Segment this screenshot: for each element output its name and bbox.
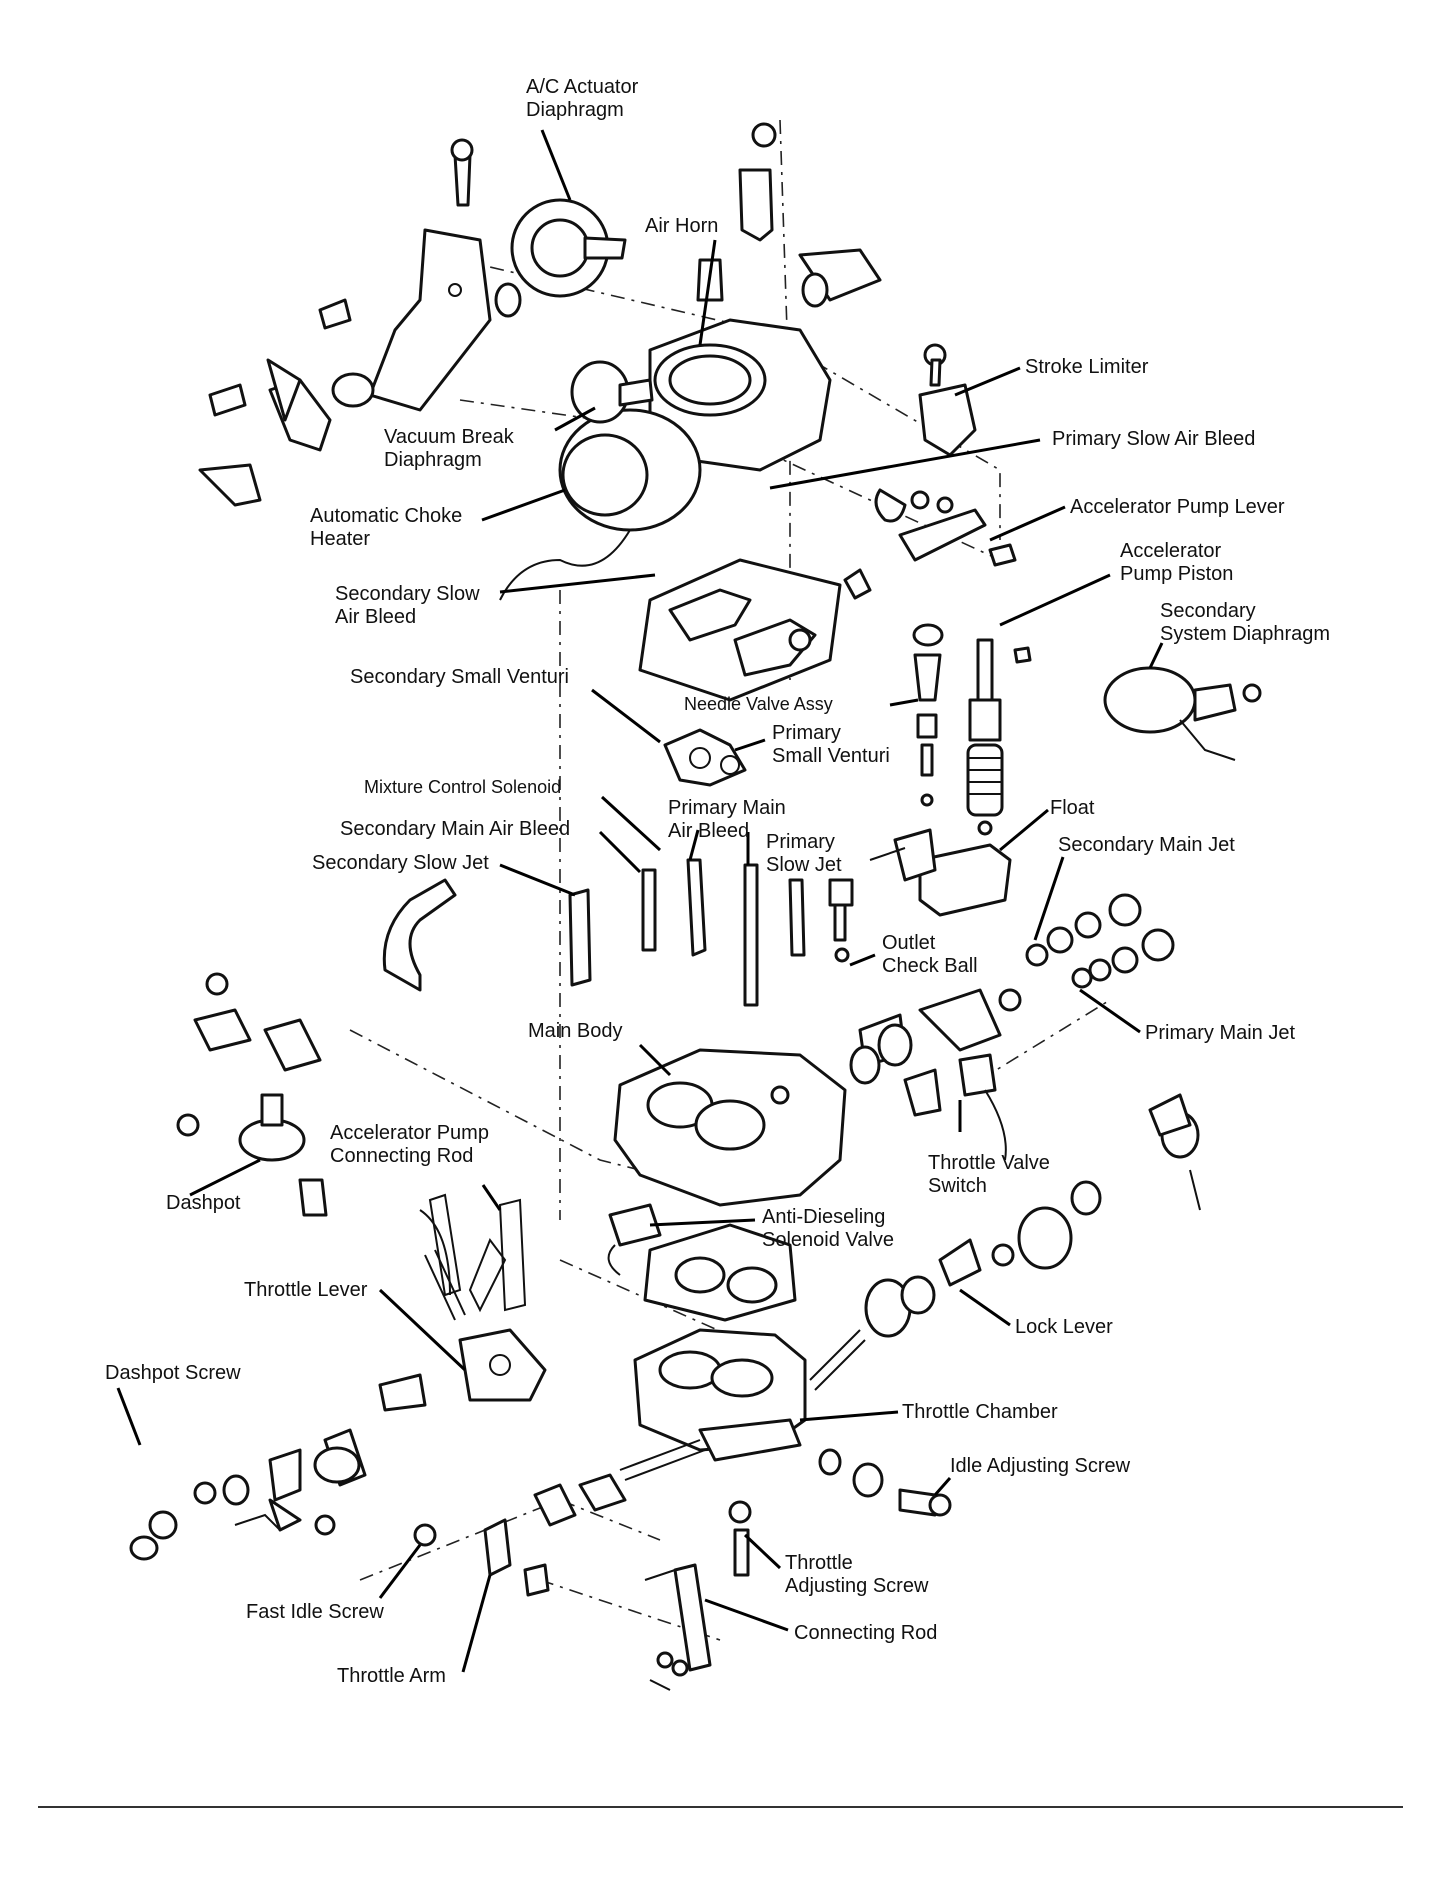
label-automatic-choke-heater: Automatic Choke Heater bbox=[310, 505, 463, 550]
label-throttle-adjusting-screw: Throttle Adjusting Screw bbox=[785, 1552, 929, 1597]
label-secondary-system-diaphragm: Secondary System Diaphragm bbox=[1160, 600, 1331, 645]
label-needle-valve-assy: Needle Valve Assy bbox=[684, 694, 833, 714]
label-idle-adjusting-screw: Idle Adjusting Screw bbox=[950, 1455, 1131, 1477]
throttle-lever-part bbox=[424, 1249, 547, 1402]
main-jets-part bbox=[998, 893, 1175, 1012]
label-fast-idle-screw: Fast Idle Screw bbox=[246, 1601, 384, 1623]
label-dashpot: Dashpot bbox=[166, 1192, 241, 1214]
label-main-body: Main Body bbox=[528, 1020, 623, 1042]
label-primary-slow-jet: Primary Slow Jet bbox=[766, 831, 842, 876]
label-primary-main-jet: Primary Main Jet bbox=[1145, 1022, 1296, 1044]
label-anti-dieseling-solenoid-valve: Anti-Dieseling Solenoid Valve bbox=[762, 1206, 894, 1251]
label-mixture-control-solenoid: Mixture Control Solenoid bbox=[364, 777, 562, 797]
vacuum-break-part bbox=[570, 360, 654, 424]
label-stroke-limiter: Stroke Limiter bbox=[1025, 356, 1149, 378]
label-secondary-slow-air-bleed: Secondary Slow Air Bleed bbox=[335, 583, 480, 628]
throttle-valve-switch-part bbox=[903, 988, 1007, 1161]
small-venturi-part bbox=[663, 728, 747, 787]
label-accelerator-pump-lever: Accelerator Pump Lever bbox=[1070, 496, 1285, 518]
main-body-part bbox=[613, 1013, 913, 1207]
bracket-upper-left-part bbox=[318, 138, 492, 412]
label-dashpot-screw: Dashpot Screw bbox=[105, 1362, 241, 1384]
accelerator-pump-lever-part bbox=[843, 488, 1017, 600]
dashpot-part bbox=[176, 972, 328, 1217]
lower-gasket-part bbox=[643, 1223, 797, 1322]
connecting-rod-part bbox=[644, 1500, 752, 1691]
stroke-limiter-part bbox=[918, 343, 977, 457]
label-accelerator-pump-piston: Accelerator Pump Piston bbox=[1120, 540, 1234, 585]
secondary-system-diaphragm-part bbox=[1103, 666, 1262, 761]
label-throttle-chamber: Throttle Chamber bbox=[902, 1401, 1058, 1423]
label-secondary-small-venturi: Secondary Small Venturi bbox=[350, 666, 570, 688]
bottom-rule bbox=[38, 1806, 1403, 1808]
idle-adjusting-screw-part bbox=[818, 1448, 952, 1517]
throttle-linkage-lower-left-part bbox=[129, 1373, 427, 1561]
label-connecting-rod: Connecting Rod bbox=[794, 1622, 938, 1644]
needle-valve-part bbox=[912, 623, 944, 807]
upper-gasket-part bbox=[638, 558, 842, 702]
label-primary-small-venturi: Primary Small Venturi bbox=[772, 722, 890, 767]
label-ac-actuator-diaphragm: A/C Actuator Diaphragm bbox=[526, 76, 639, 121]
anti-dieseling-solenoid-part bbox=[607, 1203, 662, 1276]
automatic-choke-heater-part bbox=[499, 408, 702, 601]
label-secondary-main-air-bleed: Secondary Main Air Bleed bbox=[340, 818, 571, 840]
label-primary-main-air-bleed: Primary Main Air Bleed bbox=[668, 797, 786, 842]
label-throttle-valve-switch: Throttle Valve Switch bbox=[928, 1152, 1050, 1197]
label-secondary-main-jet: Secondary Main Jet bbox=[1058, 834, 1235, 856]
label-air-horn: Air Horn bbox=[645, 215, 719, 237]
secondary-hose-part bbox=[382, 878, 457, 992]
label-vacuum-break-diaphragm: Vacuum Break Diaphragm bbox=[384, 426, 514, 471]
label-throttle-lever: Throttle Lever bbox=[244, 1279, 368, 1301]
label-accelerator-pump-connecting-rod: Accelerator Pump Connecting Rod bbox=[330, 1122, 489, 1167]
label-secondary-slow-jet: Secondary Slow Jet bbox=[312, 852, 489, 874]
label-throttle-arm: Throttle Arm bbox=[337, 1665, 446, 1687]
air-horn-part bbox=[648, 122, 882, 472]
accelerator-pump-piston-part bbox=[966, 638, 1032, 836]
float-part bbox=[869, 828, 1012, 917]
leader-lines bbox=[116, 129, 1164, 1673]
lock-lever-and-springs-part bbox=[864, 1093, 1201, 1338]
choke-linkage-part bbox=[198, 358, 375, 507]
throttle-arm-part bbox=[413, 1473, 627, 1597]
label-float: Float bbox=[1050, 797, 1095, 819]
jets-and-air-bleeds-part bbox=[568, 858, 854, 1007]
ac-actuator-diaphragm-part bbox=[494, 198, 627, 318]
label-lock-lever: Lock Lever bbox=[1015, 1316, 1113, 1338]
throttle-chamber-part bbox=[619, 1328, 866, 1481]
label-outlet-check-ball: Outlet Check Ball bbox=[882, 932, 978, 977]
label-primary-slow-air-bleed: Primary Slow Air Bleed bbox=[1052, 428, 1256, 450]
